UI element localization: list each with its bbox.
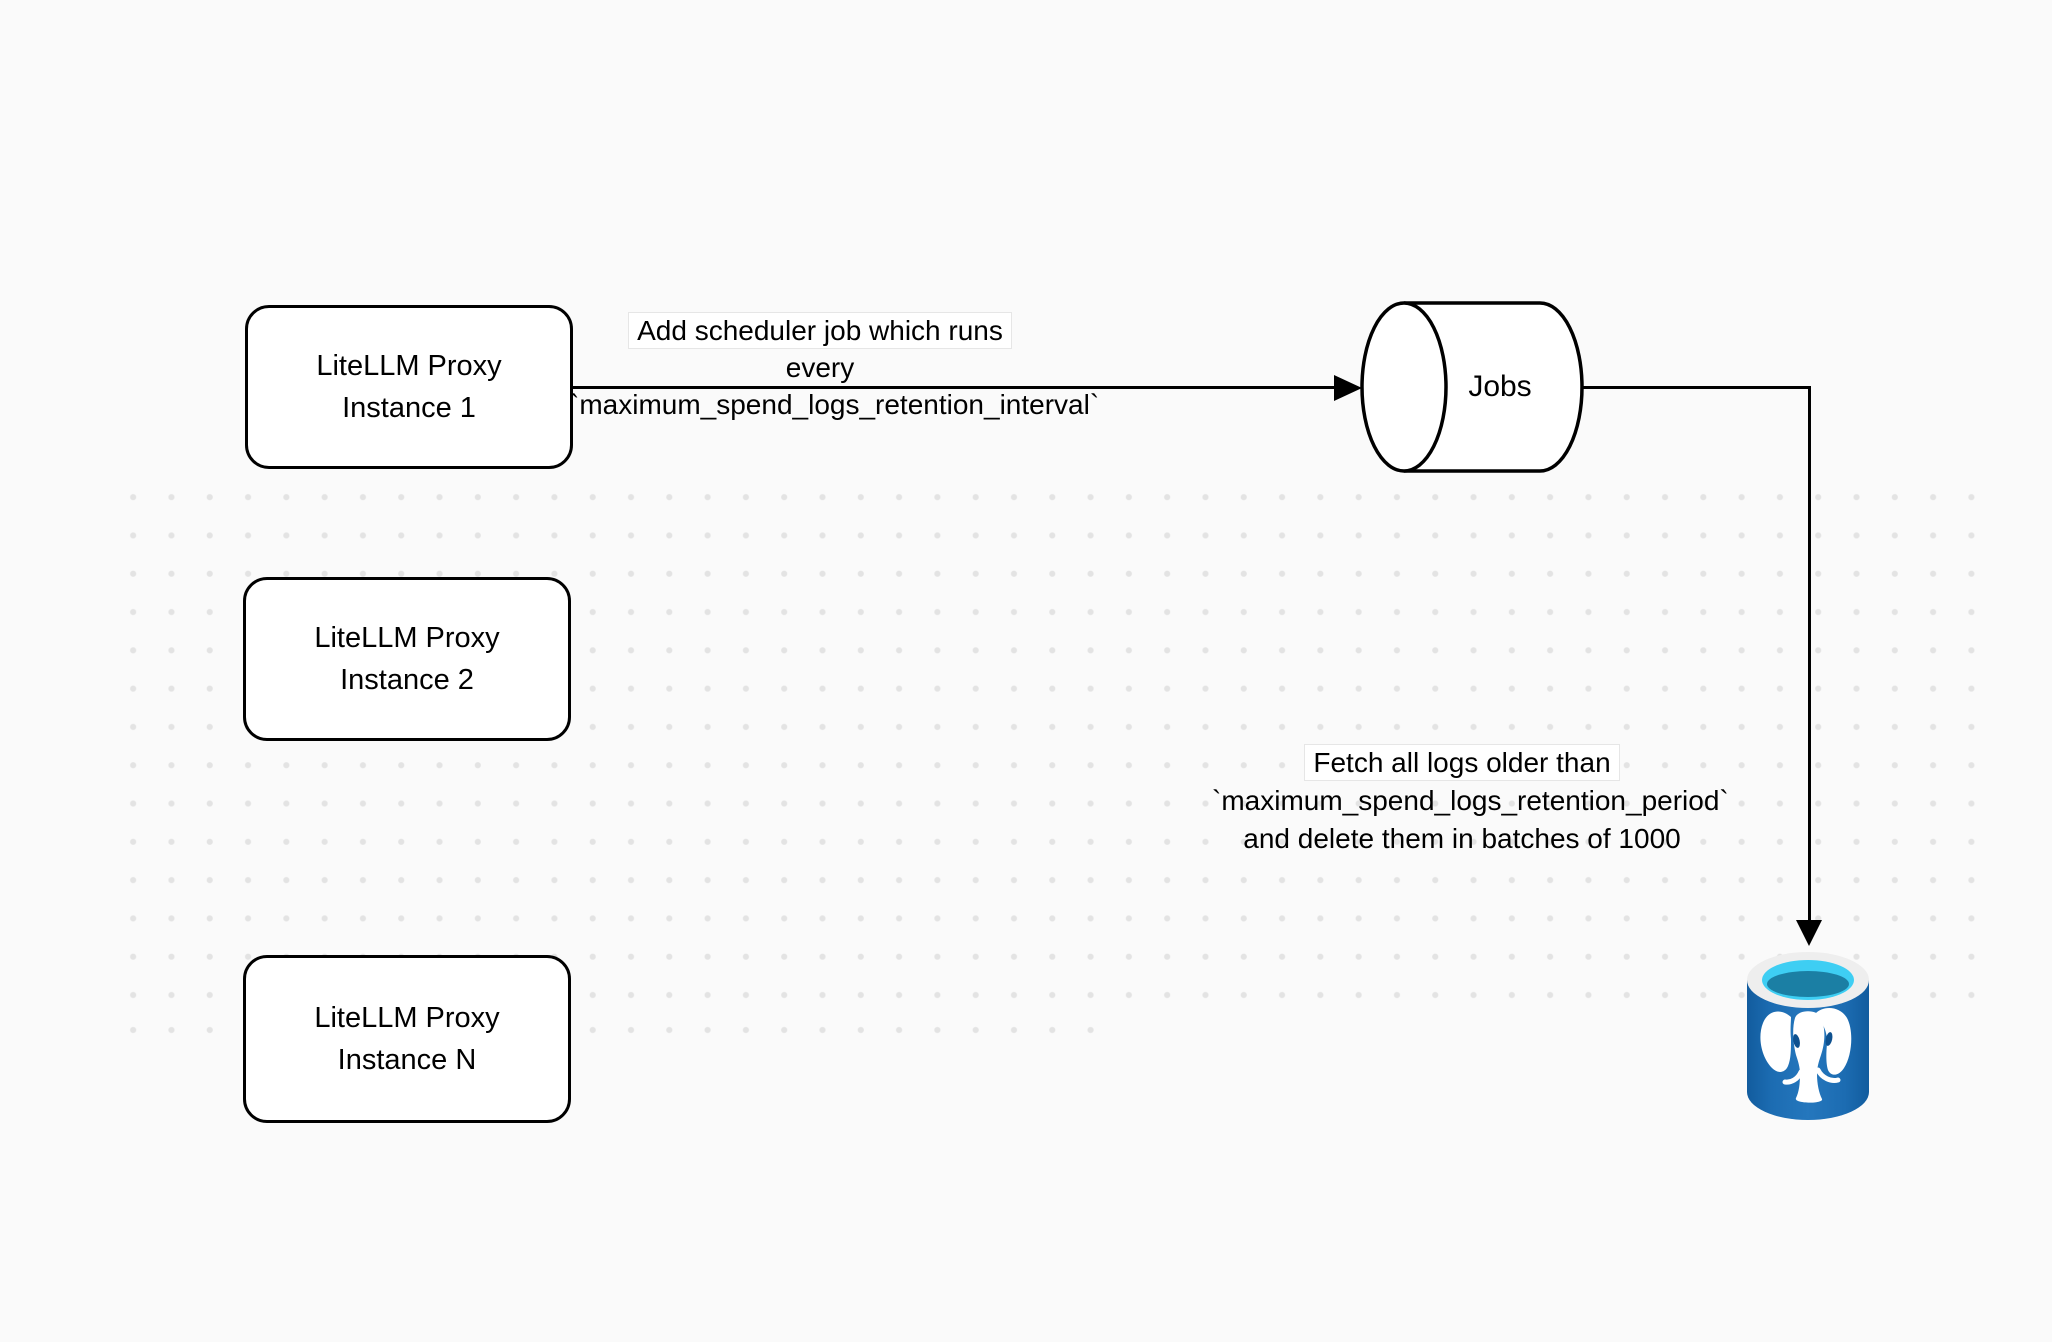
jobs-cylinder-cap xyxy=(1360,301,1448,473)
elephant-face-trunk xyxy=(1793,1011,1825,1103)
database-liquid xyxy=(1767,971,1849,997)
elephant-left-ear xyxy=(1760,1011,1791,1072)
jobs-label: Jobs xyxy=(1468,370,1532,403)
elephant-left-eye xyxy=(1793,1034,1800,1048)
fetch-edge-arrowhead-icon xyxy=(1796,920,1822,946)
proxy-instance-n-label-line1: LiteLLM Proxy xyxy=(314,1002,500,1034)
jobs-cylinder xyxy=(1360,301,1584,473)
fetch-edge-label: Fetch all logs older than `maximum_spend… xyxy=(1212,744,1729,858)
proxy-instance-2-box: LiteLLM Proxy Instance 2 xyxy=(243,577,571,741)
proxy-instance-n-box: LiteLLM Proxy Instance N xyxy=(243,955,571,1123)
scheduler-edge-arrowhead-icon xyxy=(1334,375,1362,401)
postgresql-database-icon xyxy=(1747,952,1869,1120)
scheduler-edge-label-line1: Add scheduler job which runs xyxy=(628,312,1012,349)
proxy-instance-2-label-line1: LiteLLM Proxy xyxy=(314,622,500,654)
proxy-instance-1-box: LiteLLM Proxy Instance 1 xyxy=(245,305,573,469)
proxy-instance-1-label-line2: Instance 1 xyxy=(342,392,476,424)
fetch-edge-label-line1: Fetch all logs older than xyxy=(1304,744,1620,781)
fetch-edge-line-horizontal xyxy=(1582,386,1811,389)
proxy-instance-1-label-line1: LiteLLM Proxy xyxy=(316,350,502,382)
fetch-edge-label-line2: `maximum_spend_logs_retention_period` xyxy=(1212,785,1729,816)
fetch-edge-line-vertical xyxy=(1808,386,1811,922)
scheduler-edge-line xyxy=(573,386,1336,389)
fetch-edge-label-line3: and delete them in batches of 1000 xyxy=(1243,823,1681,854)
jobs-cylinder-body xyxy=(1404,301,1584,473)
elephant-right-eye xyxy=(1825,1032,1833,1046)
scheduler-edge-label: Add scheduler job which runs every `maxi… xyxy=(570,312,1100,423)
elephant-right-tusk xyxy=(1815,1067,1841,1083)
dot-grid-background xyxy=(114,478,1978,1011)
proxy-instance-n-label-line2: Instance N xyxy=(337,1044,477,1076)
elephant-right-ear xyxy=(1815,1008,1852,1075)
scheduler-edge-label-line2: every `maximum_spend_logs_retention_inte… xyxy=(570,352,1100,420)
proxy-instance-2-label-line2: Instance 2 xyxy=(340,664,474,696)
postgres-elephant-icon xyxy=(1760,1008,1852,1103)
